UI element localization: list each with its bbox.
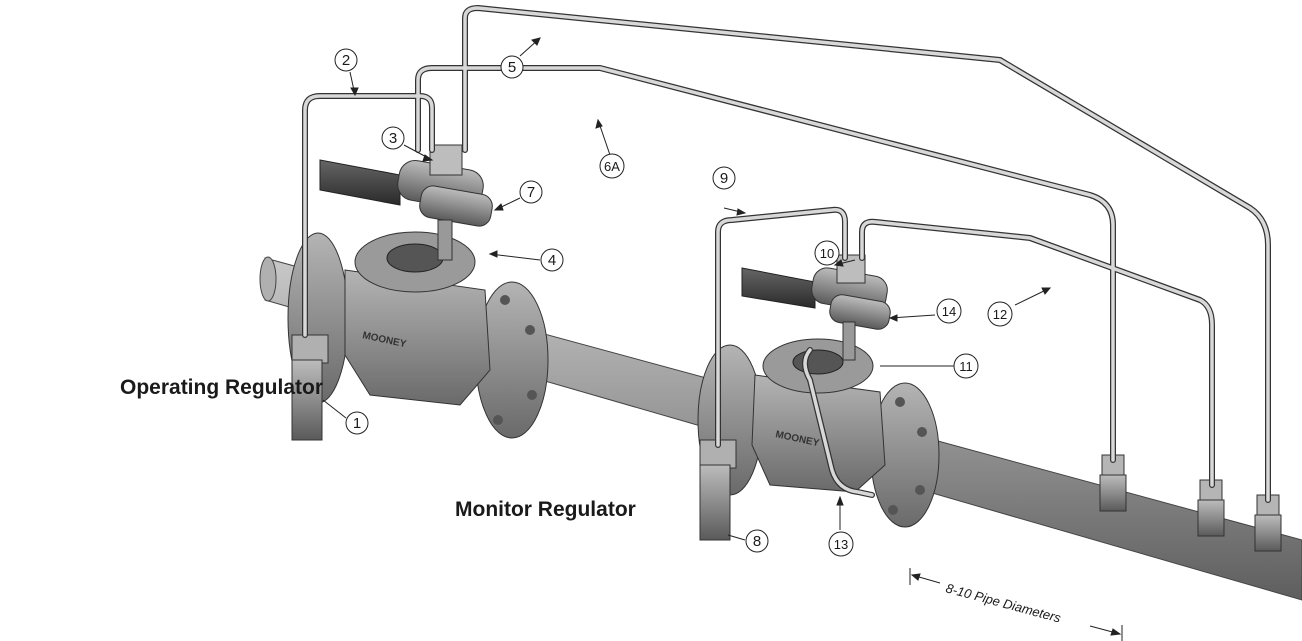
- callout-8: 8: [745, 529, 769, 553]
- svg-text:14: 14: [942, 304, 956, 319]
- monitor-regulator-label: Monitor Regulator: [455, 498, 636, 521]
- operating-regulator-label: Operating Regulator: [120, 376, 324, 399]
- callout-4: 4: [540, 248, 564, 272]
- callout-3: 3: [381, 126, 405, 150]
- dimension-label: 8-10 Pipe Diameters: [944, 580, 1063, 625]
- svg-text:12: 12: [993, 307, 1007, 322]
- callout-leaders: [322, 37, 1052, 541]
- svg-text:5: 5: [508, 59, 516, 76]
- callout-10: 10: [814, 240, 840, 266]
- svg-text:4: 4: [548, 252, 556, 269]
- callout-2: 2: [334, 48, 358, 72]
- pilot-actuator-2: [741, 254, 891, 361]
- callout-12: 12: [987, 301, 1013, 327]
- sensing-stem-1: [291, 334, 329, 441]
- svg-text:13: 13: [834, 537, 848, 552]
- svg-text:1: 1: [353, 415, 361, 432]
- pilot-actuator-1: [319, 144, 493, 261]
- valve-body-1: [344, 269, 491, 406]
- svg-text:3: 3: [389, 130, 397, 147]
- monitor-regulator: MOONEY: [697, 254, 940, 541]
- callout-11: 11: [953, 353, 979, 379]
- svg-text:2: 2: [342, 52, 350, 69]
- callout-1: 1: [345, 411, 369, 435]
- svg-text:10: 10: [820, 246, 834, 261]
- svg-text:8: 8: [753, 533, 761, 550]
- tubing: [302, 5, 1271, 503]
- callouts: 1 2 3 4 5 6A 7 8 9 10 11 12 13 14: [334, 48, 1013, 557]
- pipe-diameter-dimension: 8-10 Pipe Diameters: [909, 568, 1123, 641]
- sensing-stem-2: [699, 439, 737, 541]
- callout-13: 13: [828, 531, 854, 557]
- downstream-taps: [1099, 454, 1282, 552]
- operating-regulator: MOONEY: [287, 144, 549, 441]
- callout-14: 14: [936, 298, 962, 324]
- svg-text:7: 7: [527, 184, 535, 201]
- svg-text:11: 11: [959, 359, 973, 374]
- callout-9: 9: [712, 166, 736, 190]
- svg-text:6A: 6A: [604, 159, 620, 174]
- callout-5: 5: [500, 55, 524, 79]
- callout-7: 7: [519, 180, 543, 204]
- svg-text:9: 9: [720, 170, 728, 187]
- callout-6a: 6A: [599, 153, 625, 179]
